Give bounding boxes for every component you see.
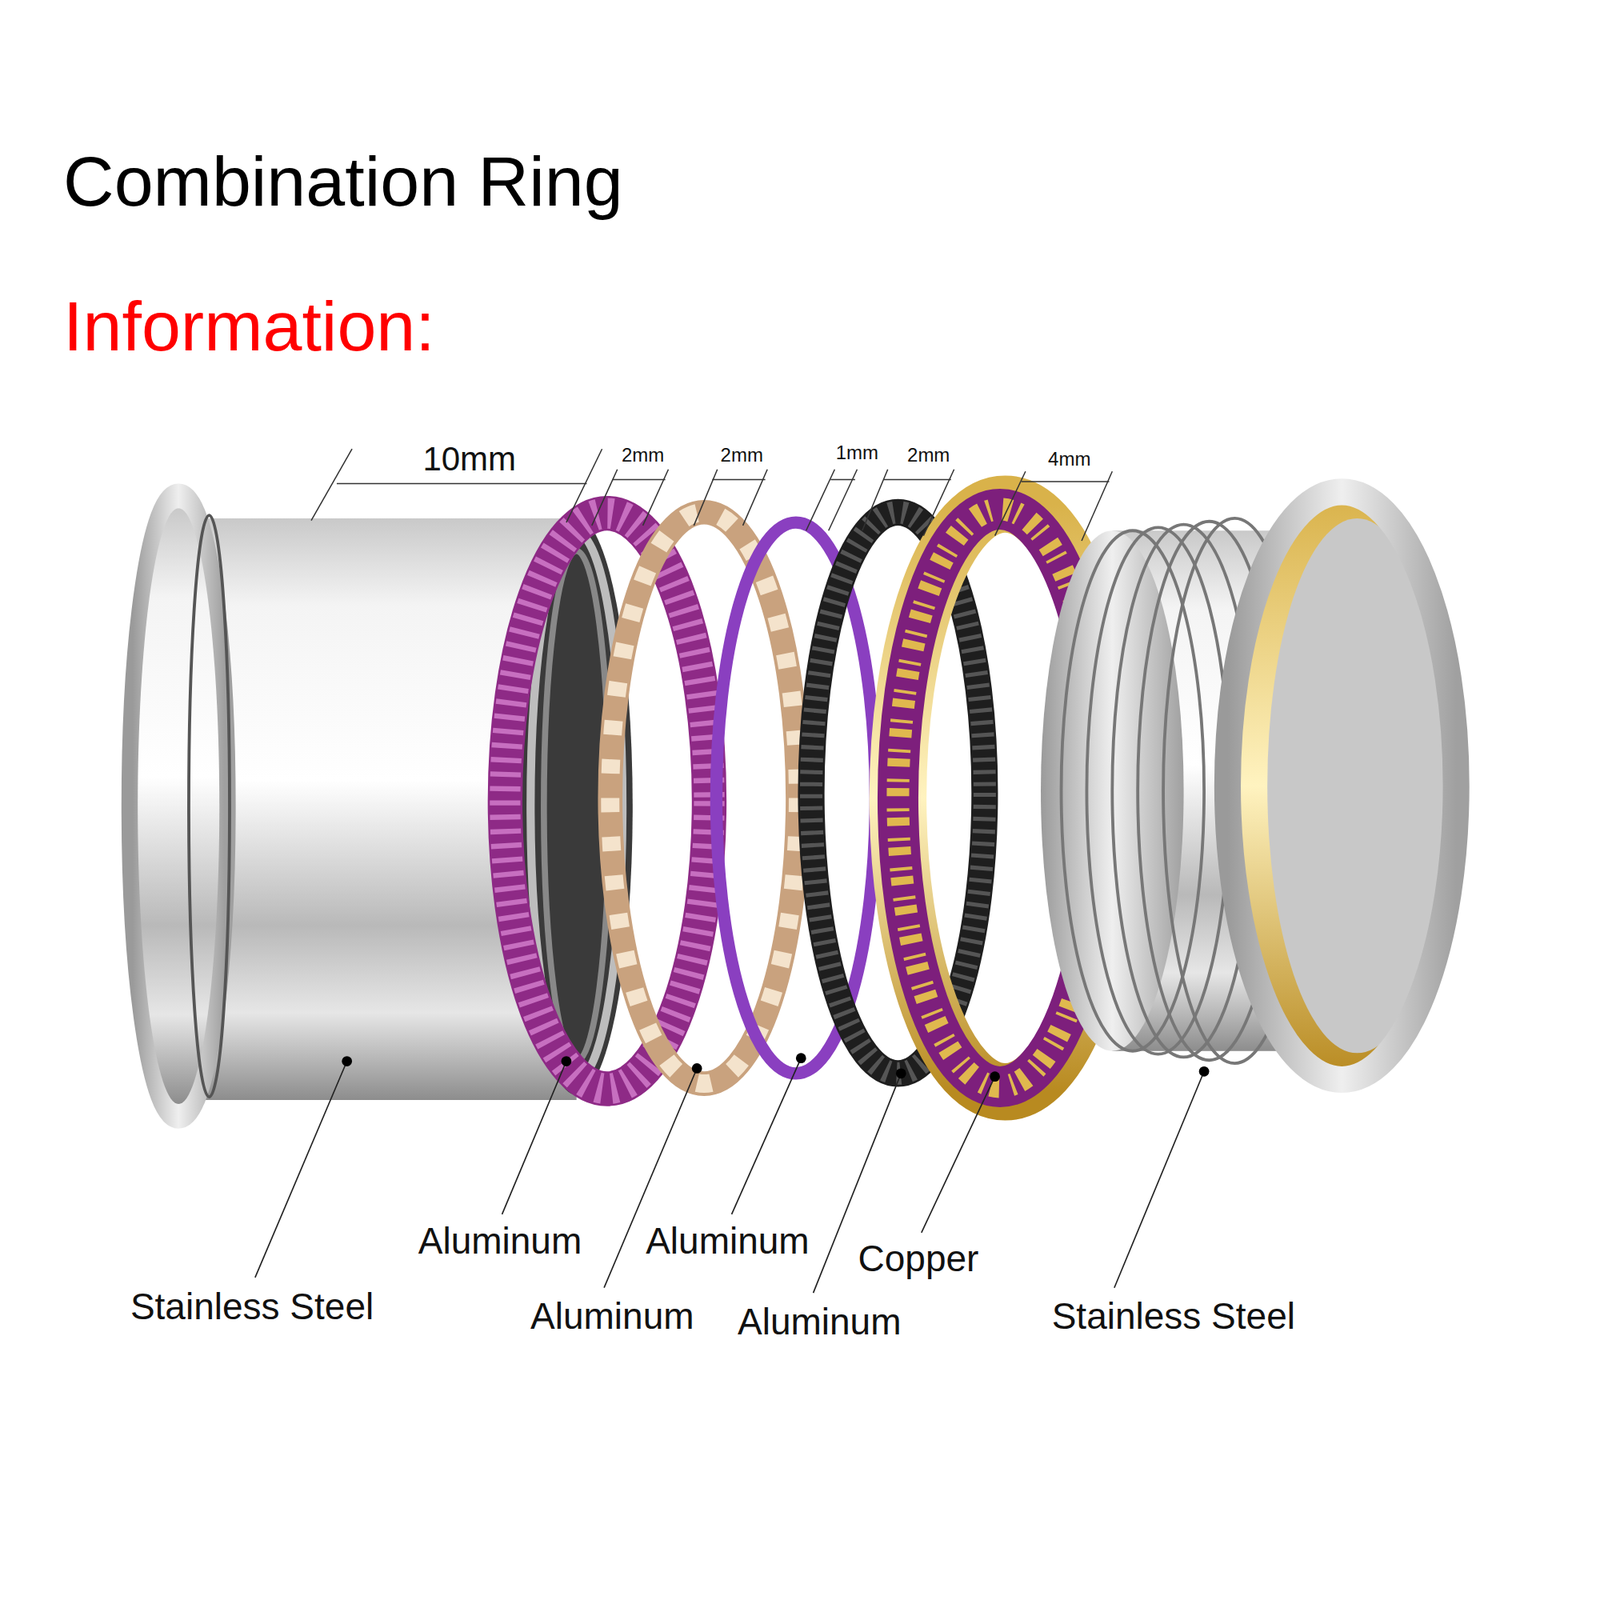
leader-lines — [255, 1058, 1204, 1293]
right-steel-band — [1040, 492, 1456, 1080]
part-label: Aluminum — [645, 1220, 810, 1262]
dimension-label: 2mm — [720, 444, 764, 466]
part-label: Aluminum — [530, 1296, 695, 1337]
part-label: Aluminum — [418, 1220, 583, 1262]
dimension-label: 2mm — [907, 444, 950, 466]
dimension-label: 10mm — [422, 440, 516, 478]
dimension-label: 2mm — [621, 444, 664, 466]
part-label: Stainless Steel — [130, 1285, 374, 1327]
section-heading: Information: — [63, 288, 436, 366]
dimension-label: 4mm — [1048, 448, 1091, 470]
part-label: Stainless Steel — [1052, 1296, 1296, 1337]
dimension-label: 1mm — [836, 442, 879, 464]
part-label: Aluminum — [737, 1300, 902, 1342]
leader-dots — [341, 1052, 1209, 1082]
champagne-ring — [610, 512, 799, 1084]
part-label: Copper — [858, 1237, 980, 1279]
title: Combination Ring — [63, 143, 624, 221]
thin-purple-ring — [716, 522, 876, 1074]
